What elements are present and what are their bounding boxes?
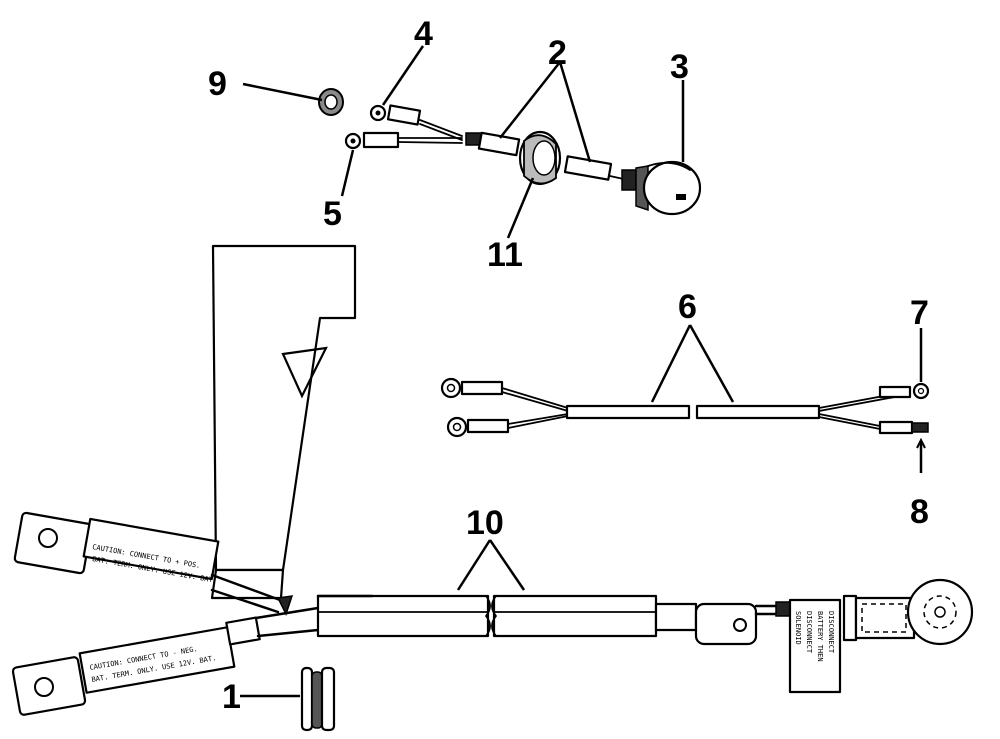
callout-11: 11 bbox=[487, 236, 523, 274]
bezel-ring-part-11 bbox=[518, 130, 562, 186]
callout-10: 10 bbox=[466, 504, 504, 542]
harness-part-6 bbox=[440, 377, 930, 438]
terminal-spade-part-8 bbox=[878, 420, 914, 435]
wire-connector-part-2-left bbox=[477, 131, 521, 157]
callout-9: 9 bbox=[208, 65, 227, 103]
solenoid-tag: DISCONNECT BATTERY THEN DISCONNECT SOLEN… bbox=[788, 598, 842, 694]
callout-4: 4 bbox=[414, 15, 433, 53]
grommet-part-1 bbox=[300, 666, 336, 732]
callout-6: 6 bbox=[678, 288, 697, 326]
callout-2: 2 bbox=[548, 34, 567, 72]
solenoid-text-line4: SOLENOID bbox=[794, 611, 802, 645]
terminal-lead-part-5 bbox=[344, 131, 463, 150]
callout-3: 3 bbox=[670, 48, 689, 86]
key-switch-part-3 bbox=[621, 160, 702, 216]
terminal-ring-part-7 bbox=[878, 385, 912, 399]
solenoid-text-line3: DISCONNECT bbox=[805, 611, 813, 654]
key-switch-assembly bbox=[318, 88, 702, 216]
callout-numbers: 9 4 2 3 5 11 6 7 8 10 1 bbox=[208, 15, 929, 716]
battery-cable-part-10: CAUTION: CONNECT TO + POS. BAT. TERM. ON… bbox=[11, 511, 802, 716]
terminal-boot bbox=[842, 578, 974, 646]
callout-8: 8 bbox=[910, 493, 929, 531]
negative-lug: CAUTION: CONNECT TO - NEG. BAT. TERM. ON… bbox=[11, 606, 320, 716]
callout-5: 5 bbox=[323, 195, 342, 233]
harness-leaders bbox=[650, 324, 926, 473]
positive-lug: CAUTION: CONNECT TO + POS. BAT. TERM. ON… bbox=[13, 511, 282, 614]
solenoid-text-line2: BATTERY THEN bbox=[816, 611, 824, 662]
callout-7: 7 bbox=[910, 294, 929, 332]
callout-1: 1 bbox=[222, 678, 241, 716]
warning-triangle-icon bbox=[281, 346, 328, 399]
wire-connector-part-2-right bbox=[563, 155, 629, 181]
solenoid-text-line1: DISCONNECT bbox=[827, 611, 835, 654]
warning-tag bbox=[210, 244, 357, 600]
top-leaders bbox=[242, 45, 685, 239]
nut-part-9 bbox=[318, 88, 344, 116]
